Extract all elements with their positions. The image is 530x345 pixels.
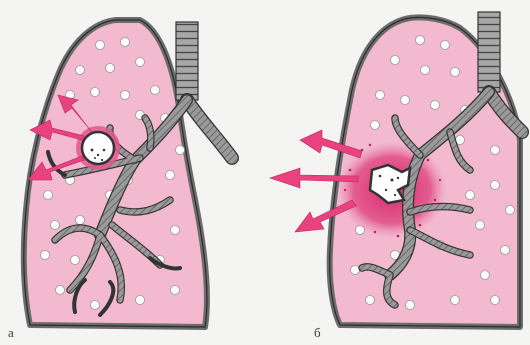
cavity-a	[76, 126, 120, 170]
panel-label-b: б	[314, 326, 321, 339]
panel-a	[24, 20, 232, 327]
panel-label-a: а	[8, 326, 14, 339]
panel-b	[270, 12, 522, 327]
